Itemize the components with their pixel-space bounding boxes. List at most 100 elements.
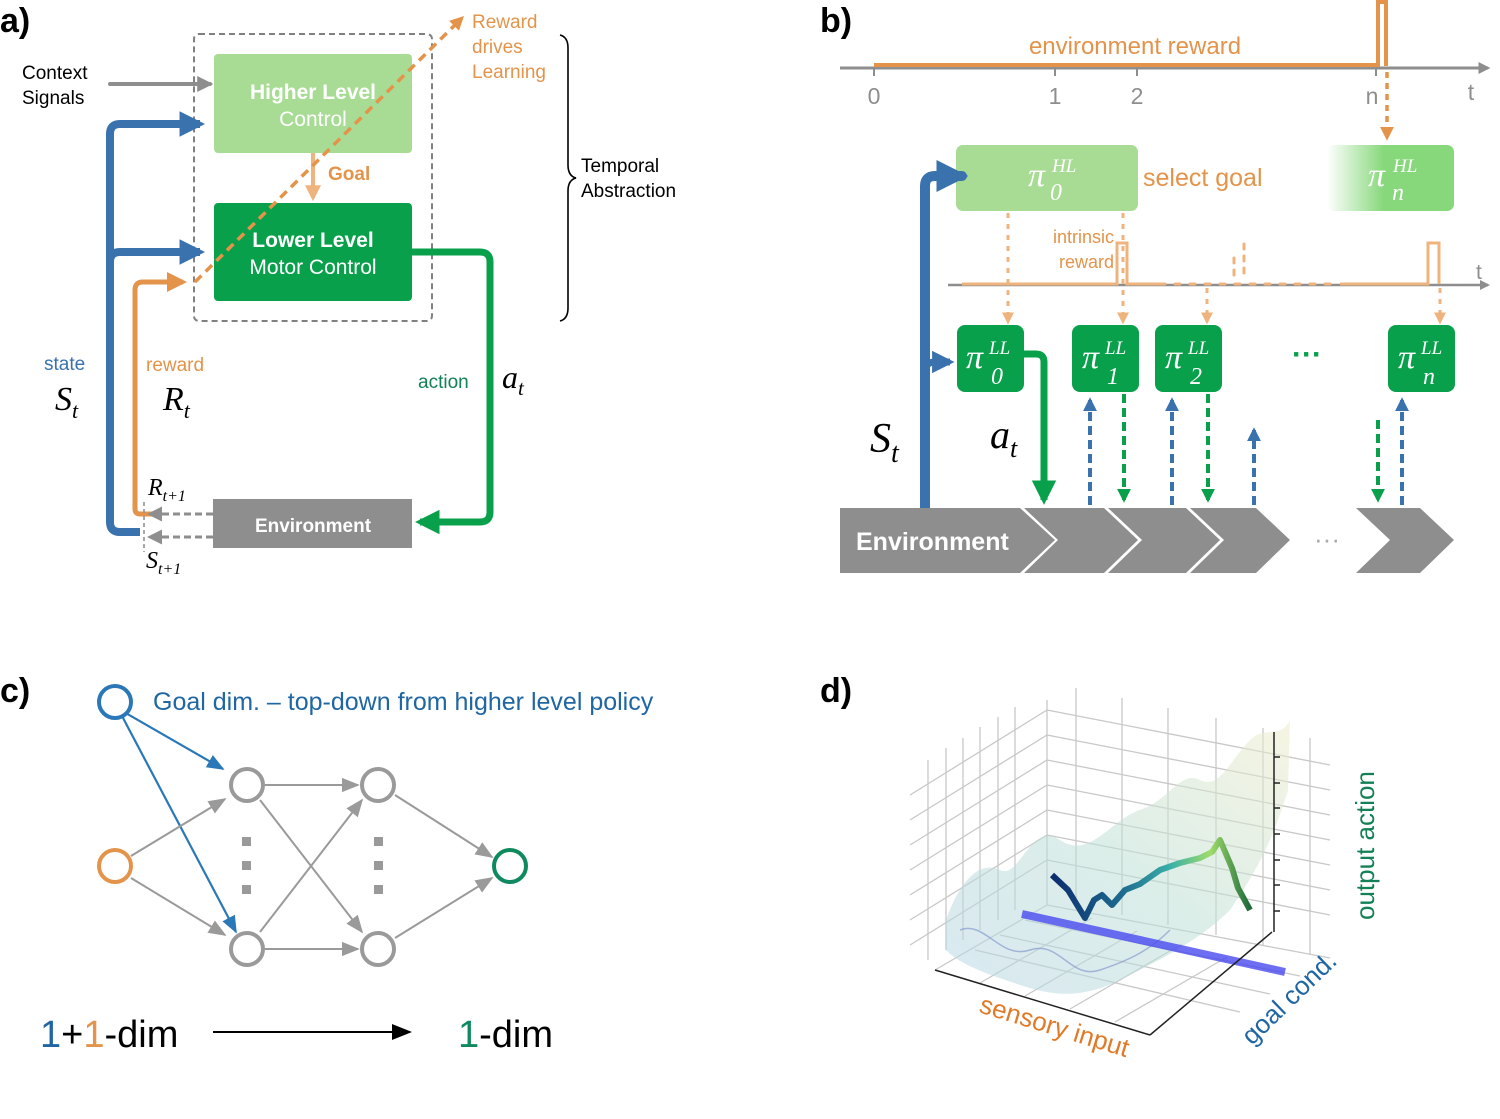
hl-policy-0-box <box>956 145 1138 211</box>
ll-ellipsis: ··· <box>1292 338 1322 371</box>
lower-level-label-line2: Motor Control <box>249 256 376 279</box>
output-surface <box>946 720 1290 994</box>
environment-box <box>213 499 412 548</box>
input-dim-label: 1+1-dim <box>40 1014 178 1056</box>
state-arrow-to-hl <box>920 159 969 513</box>
ll-policy-n-sub: n <box>1423 364 1435 390</box>
goal-edge-top <box>123 711 225 770</box>
ll-policy-0-symbol: π <box>966 339 984 376</box>
environment-chevron-1 <box>1024 508 1138 573</box>
env-reward-signal <box>874 0 1388 67</box>
ll-policy-n-symbol: π <box>1398 339 1416 376</box>
temporal-abstraction-container <box>193 33 433 322</box>
temporal-abstraction-brace <box>559 34 577 322</box>
lower-level-label-line1: Lower Level <box>252 229 373 252</box>
context-signals-label-line1: Context <box>22 63 88 84</box>
output-edge-bottom <box>394 877 494 939</box>
hidden1-ellipsis <box>242 837 251 894</box>
goal-edge-bottom <box>121 715 237 934</box>
action-symbol-b: at <box>990 412 1018 463</box>
ll-policy-1-box <box>1072 325 1139 392</box>
hl-policy-0-sup: HL <box>1051 156 1076 177</box>
intrinsic-time-axis-label: t <box>1476 261 1482 284</box>
lower-level-motor-control-box <box>214 203 412 301</box>
tick-label-2: 2 <box>1131 83 1144 109</box>
environment-label-b: Environment <box>856 528 1009 556</box>
next-state-symbol: St+1 <box>146 548 181 578</box>
higher-level-control-box <box>214 54 412 153</box>
ll-policy-n-sup: LL <box>1420 338 1442 359</box>
tick-label-0: 0 <box>868 83 881 109</box>
goal-condition-plane <box>1021 910 1286 976</box>
environment-chevron-2 <box>1108 508 1220 573</box>
panel-d: d) <box>820 672 1380 1063</box>
input-edge-bottom <box>130 877 227 936</box>
environment-chevron-0 <box>840 508 1055 573</box>
environment-label: Environment <box>255 516 372 537</box>
reward-symbol: Rt <box>162 381 191 423</box>
environment-chevron-n <box>1356 508 1454 573</box>
higher-level-label-line2: Control <box>279 108 347 131</box>
state-symbol: St <box>55 381 79 423</box>
env-time-axis-label: t <box>1468 79 1475 105</box>
tick-label-n: n <box>1366 83 1379 109</box>
hl-policy-n-symbol: π <box>1368 157 1386 194</box>
ll-policy-1-sup: LL <box>1104 338 1126 359</box>
action-symbol: at <box>502 359 525 400</box>
env-reward-label: environment reward <box>1029 33 1241 60</box>
z-axis-ticks <box>1274 756 1280 912</box>
ll-policy-1-symbol: π <box>1082 339 1100 376</box>
input-edge-top <box>130 798 227 857</box>
ll-policy-n-box <box>1388 325 1455 392</box>
reward-drives-learning-line3: Learning <box>472 62 546 83</box>
reward-drives-learning-arrow <box>193 16 464 284</box>
output-node <box>492 848 528 884</box>
state-arrow-to-ll0 <box>921 350 955 374</box>
panel-b-letter: b) <box>820 2 852 40</box>
hidden2-node-top <box>360 767 396 803</box>
state-symbol-b: St <box>870 416 900 469</box>
ll-policy-2-symbol: π <box>1165 339 1183 376</box>
state-arrow-to-lower <box>106 239 206 265</box>
panel-c: c) Goal dim. – top-down from higher leve… <box>0 672 654 1056</box>
x-axis-label: sensory input <box>976 989 1133 1063</box>
x-axis-line <box>934 969 1151 1036</box>
panel-b: b) 0 1 2 n t environment reward π HL 0 s… <box>820 0 1491 573</box>
hl-policy-n-sub: n <box>1392 180 1404 206</box>
action-arrow <box>412 248 494 535</box>
temporal-abstraction-line2: Abstraction <box>581 181 676 202</box>
hidden1-node-bottom <box>229 931 265 967</box>
action-label: action <box>418 372 469 393</box>
sensory-input-node <box>97 848 133 884</box>
higher-level-label-line1: Higher Level <box>250 81 376 104</box>
state-arrow-to-higher <box>106 111 206 536</box>
hidden-edge-bt <box>259 798 364 933</box>
y-axis-line <box>1149 931 1273 1036</box>
environment-ellipsis: ··· <box>1314 524 1340 554</box>
reward-label: reward <box>146 355 204 376</box>
hl-policy-0-sub: 0 <box>1050 180 1062 206</box>
ll-policy-0-box <box>957 325 1024 392</box>
hl-policy-n-box <box>1327 145 1454 211</box>
reward-arrow <box>132 272 187 517</box>
context-signals-label-line2: Signals <box>22 88 84 109</box>
temporal-abstraction-line1: Temporal <box>581 156 659 177</box>
environment-chevron-3 <box>1190 508 1290 573</box>
panel-a: a) Context Signals Higher Level Control … <box>0 2 676 578</box>
ll-policy-0-sup: LL <box>988 338 1010 359</box>
hl-policy-n-sup: HL <box>1392 156 1417 177</box>
output-dim-label: 1-dim <box>458 1014 553 1056</box>
ll-policy-0-sub: 0 <box>991 364 1003 390</box>
reward-drives-learning-line1: Reward <box>472 12 537 33</box>
ll-policy-2-sup: LL <box>1187 338 1209 359</box>
ll-policy-n: π LL n <box>1388 325 1455 392</box>
hidden2-ellipsis <box>374 837 383 894</box>
goal-node <box>97 684 133 720</box>
intrinsic-reward-line1: intrinsic <box>1053 227 1114 247</box>
action-arrow-b <box>1024 350 1057 505</box>
panel-a-letter: a) <box>0 2 30 40</box>
reward-drives-learning-line2: drives <box>472 37 523 58</box>
hidden1-node-top <box>229 767 265 803</box>
ll-policy-2: π LL 2 <box>1155 325 1222 392</box>
